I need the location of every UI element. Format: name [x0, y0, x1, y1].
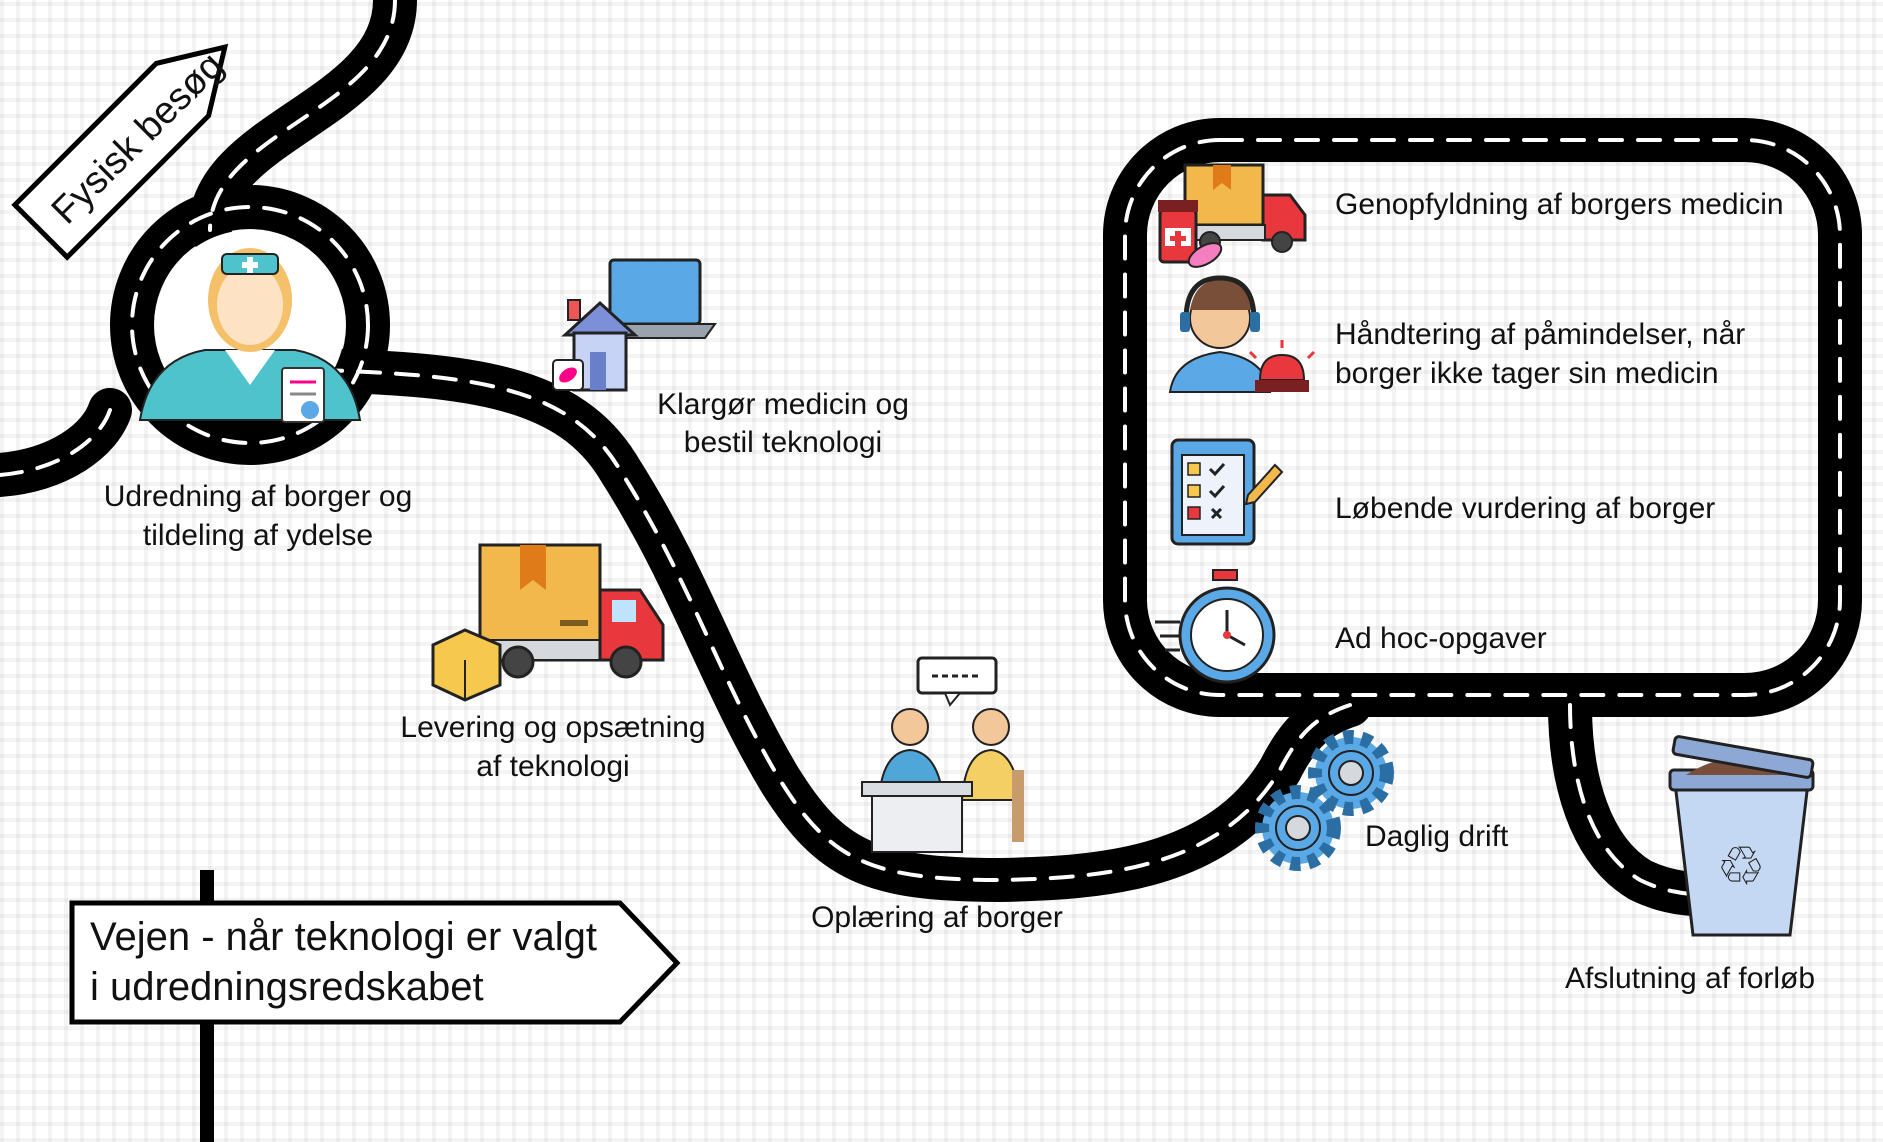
sign-vejen: Vejen - når teknologi er valgt i udredni… [69, 870, 681, 1142]
label-udredning-line2: tildeling af ydelse [143, 519, 373, 552]
delivery-truck-icon [431, 543, 665, 702]
label-adhoc: Ad hoc-opgaver [1335, 622, 1547, 655]
svg-text:♲: ♲ [1717, 835, 1765, 898]
label-oplaering: Oplæring af borger [811, 901, 1063, 934]
label-klargor-line1: Klargør medicin og [657, 388, 909, 421]
label-haandtering-line1: Håndtering af påmindelser, når [1335, 318, 1745, 351]
medicine-truck-icon [1158, 163, 1307, 268]
sign-vejen-line2: i udredningsredskabet [90, 965, 484, 1009]
label-vurdering: Løbende vurdering af borger [1335, 492, 1715, 525]
label-klargor-line2: bestil teknologi [684, 426, 882, 459]
training-meeting-icon [861, 656, 1024, 853]
recycle-bin-icon: ♲ [1668, 735, 1815, 937]
checklist-icon [1170, 438, 1284, 546]
nurse-icon [138, 248, 362, 423]
label-genopfyldning: Genopfyldning af borgers medicin [1335, 188, 1784, 221]
label-levering-line1: Levering og opsætning [400, 711, 705, 744]
sign-vejen-line1: Vejen - når teknologi er valgt [90, 915, 597, 959]
call-center-alarm-icon [1168, 275, 1316, 393]
label-haandtering-line2: borger ikke tager sin medicin [1335, 357, 1719, 390]
gears-icon [1255, 730, 1394, 871]
stopwatch-icon [1155, 569, 1276, 684]
label-afslutning: Afslutning af forløb [1565, 962, 1815, 995]
home-laptop-medicine-icon [552, 258, 717, 392]
label-levering-line2: af teknologi [476, 750, 629, 783]
label-daglig-drift: Daglig drift [1365, 820, 1509, 853]
label-udredning-line1: Udredning af borger og [104, 480, 413, 513]
